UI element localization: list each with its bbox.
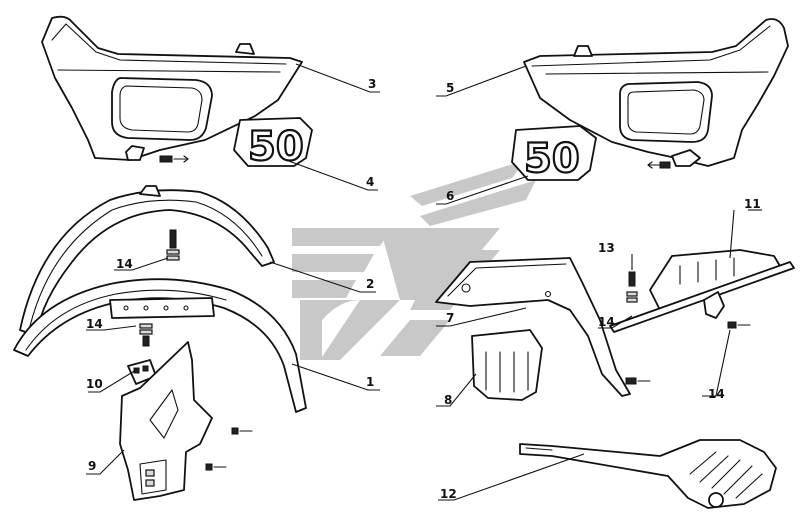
label-12: 12 (440, 487, 457, 501)
part-number-labels: 3 4 5 6 2 1 11 13 10 9 7 8 12 14 14 14 1… (86, 77, 761, 501)
chain-guard-upper (609, 249, 795, 333)
label-3: 3 (368, 77, 376, 91)
label-6: 6 (446, 189, 454, 203)
label-14-chain-guard: 14 (708, 387, 725, 401)
rear-fender-cover (435, 257, 651, 397)
label-5: 5 (446, 81, 454, 95)
label-2: 2 (366, 277, 374, 291)
upper-front-fender (19, 185, 275, 337)
label-8: 8 (444, 393, 452, 407)
lower-front-fender (13, 278, 307, 413)
label-14-bolt: 14 (598, 315, 615, 329)
lower-side-shield (119, 341, 253, 501)
left-badge-50: 50 (233, 117, 313, 171)
right-side-panel (523, 18, 789, 169)
bolt (626, 271, 638, 303)
left-side-panel (41, 15, 303, 163)
label-14-lower-fender: 14 (86, 317, 103, 331)
right-badge-text: 50 (524, 136, 580, 182)
label-13: 13 (598, 241, 615, 255)
label-14-upper-fender: 14 (116, 257, 133, 271)
label-7: 7 (446, 311, 454, 325)
label-10: 10 (86, 377, 103, 391)
right-badge-50: 50 (511, 125, 597, 183)
cover-plate (471, 329, 543, 401)
label-1: 1 (366, 375, 374, 389)
chain-guard-lower (519, 439, 777, 509)
leader-lines (86, 63, 762, 501)
label-4: 4 (366, 175, 374, 189)
label-9: 9 (88, 459, 96, 473)
label-11: 11 (744, 197, 761, 211)
left-badge-text: 50 (248, 124, 304, 170)
